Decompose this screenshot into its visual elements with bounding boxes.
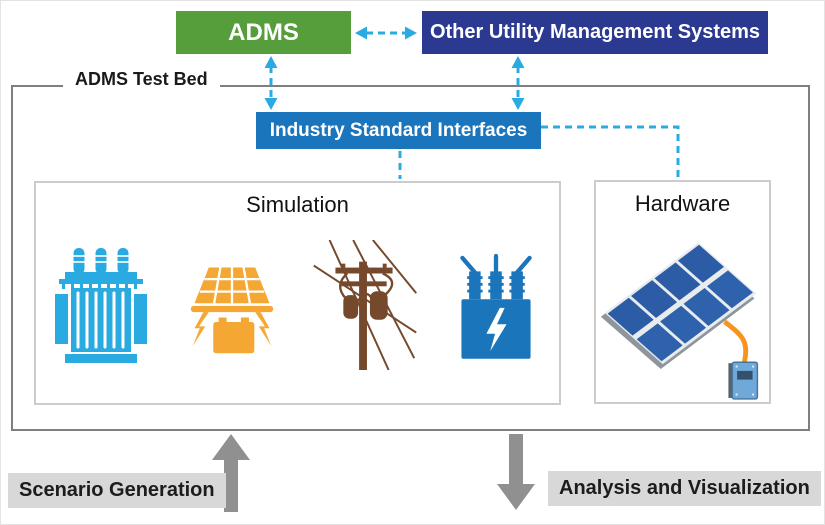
simulation-icon-row xyxy=(36,220,559,390)
other-utility-systems-label: Other Utility Management Systems xyxy=(429,21,761,43)
analysis-visualization-label: Analysis and Visualization xyxy=(548,471,821,506)
arrowhead-left-icon xyxy=(355,26,367,40)
industry-standard-interfaces-box: Industry Standard Interfaces xyxy=(256,112,541,149)
substation-transformer-icon xyxy=(459,253,532,359)
utility-pole-icon xyxy=(313,240,417,370)
analysis-down-arrow xyxy=(497,434,535,510)
simulation-panel: Simulation xyxy=(34,181,561,405)
hardware-title: Hardware xyxy=(634,191,731,216)
solar-array-icon xyxy=(600,242,758,400)
industry-standard-interfaces-label: Industry Standard Interfaces xyxy=(269,119,528,141)
adms-box-label: ADMS xyxy=(228,18,299,46)
adms-box: ADMS xyxy=(176,11,351,54)
scenario-generation-label: Scenario Generation xyxy=(8,473,226,508)
hardware-icon-wrap xyxy=(596,219,769,403)
testbed-label: ADMS Test Bed xyxy=(63,67,220,91)
transformer-icon xyxy=(55,248,148,363)
solar-battery-icon xyxy=(191,267,274,354)
hardware-panel: Hardware xyxy=(594,180,771,404)
arrowhead-right-icon xyxy=(405,26,417,40)
arrowhead-up-icon xyxy=(511,56,525,68)
simulation-title: Simulation xyxy=(246,192,349,217)
other-utility-systems-box: Other Utility Management Systems xyxy=(422,11,768,54)
arrowhead-up-icon xyxy=(264,56,278,68)
